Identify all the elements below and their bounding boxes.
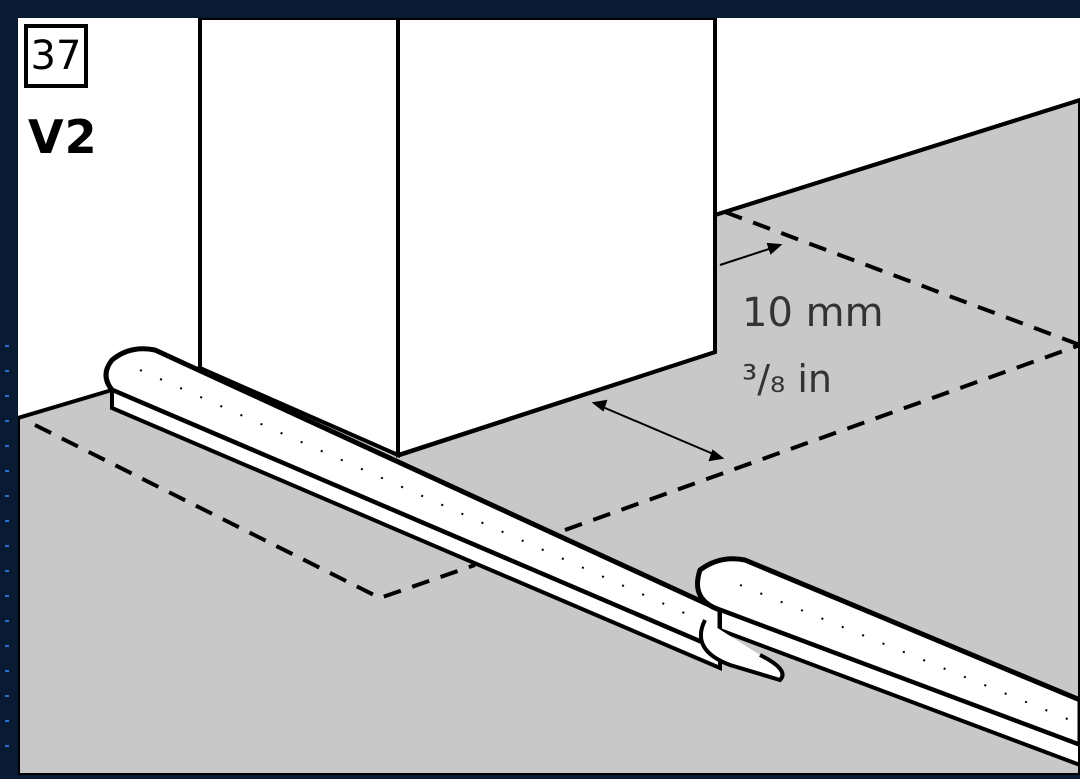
step-number: 37 — [24, 24, 88, 88]
variant-label: V2 — [28, 110, 98, 164]
dimension-imperial: ³/₈ in — [742, 357, 832, 401]
dimension-metric: 10 mm — [742, 290, 884, 336]
frame-dots — [5, 345, 9, 747]
